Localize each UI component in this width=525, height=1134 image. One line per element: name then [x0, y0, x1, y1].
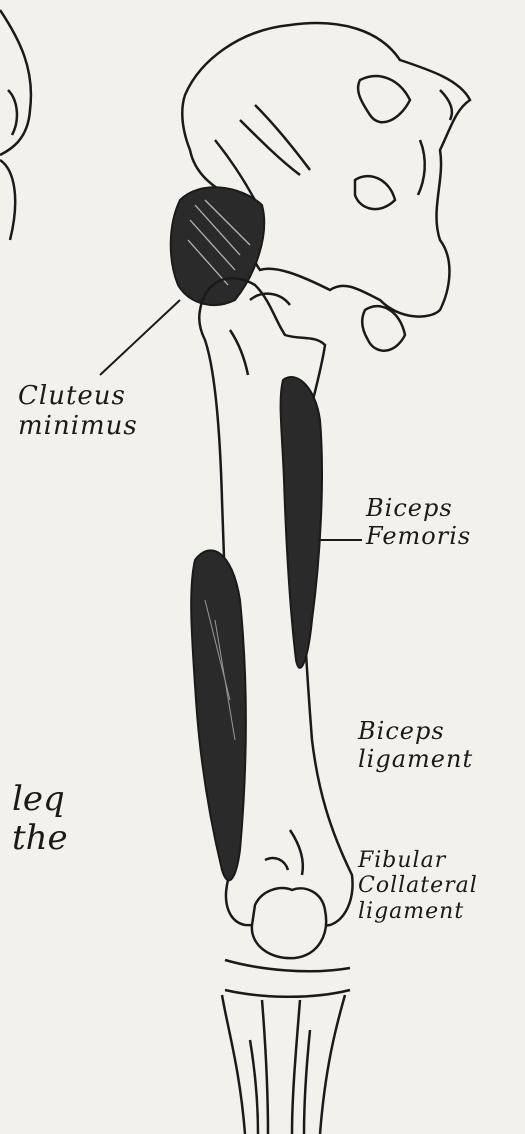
label-left-fragment: leq the — [12, 780, 68, 858]
adjacent-bone-fragment — [0, 10, 31, 240]
label-fibular-line1: Fibular — [358, 848, 478, 873]
label-biceps-femoris-line2: Femoris — [366, 523, 471, 551]
label-gluteus-line2: minimus — [18, 412, 138, 442]
label-left-fragment-line2: the — [12, 819, 68, 858]
knee — [225, 888, 350, 997]
lateral-muscle — [191, 550, 246, 880]
biceps-femoris-muscle — [281, 377, 322, 668]
label-biceps-ligament-line1: Biceps — [358, 718, 473, 746]
label-biceps-ligament-line2: ligament — [358, 746, 473, 774]
label-fibular-line3: ligament — [358, 899, 478, 924]
label-left-fragment-line1: leq — [12, 780, 68, 819]
label-biceps-femoris-line1: Biceps — [366, 495, 471, 523]
label-gluteus-line1: Cluteus — [18, 382, 138, 412]
label-fibular-line2: Collateral — [358, 873, 478, 898]
label-gluteus-minimus: Cluteus minimus — [18, 382, 138, 442]
gluteus-minimus-muscle — [171, 187, 264, 305]
label-biceps-ligament: Biceps ligament — [358, 718, 473, 773]
leader-lines — [100, 300, 362, 540]
lower-leg-bones — [222, 995, 345, 1134]
label-biceps-femoris: Biceps Femoris — [366, 495, 471, 550]
gluteus-leader-line — [100, 300, 180, 375]
label-fibular-collateral-ligament: Fibular Collateral ligament — [358, 848, 478, 924]
